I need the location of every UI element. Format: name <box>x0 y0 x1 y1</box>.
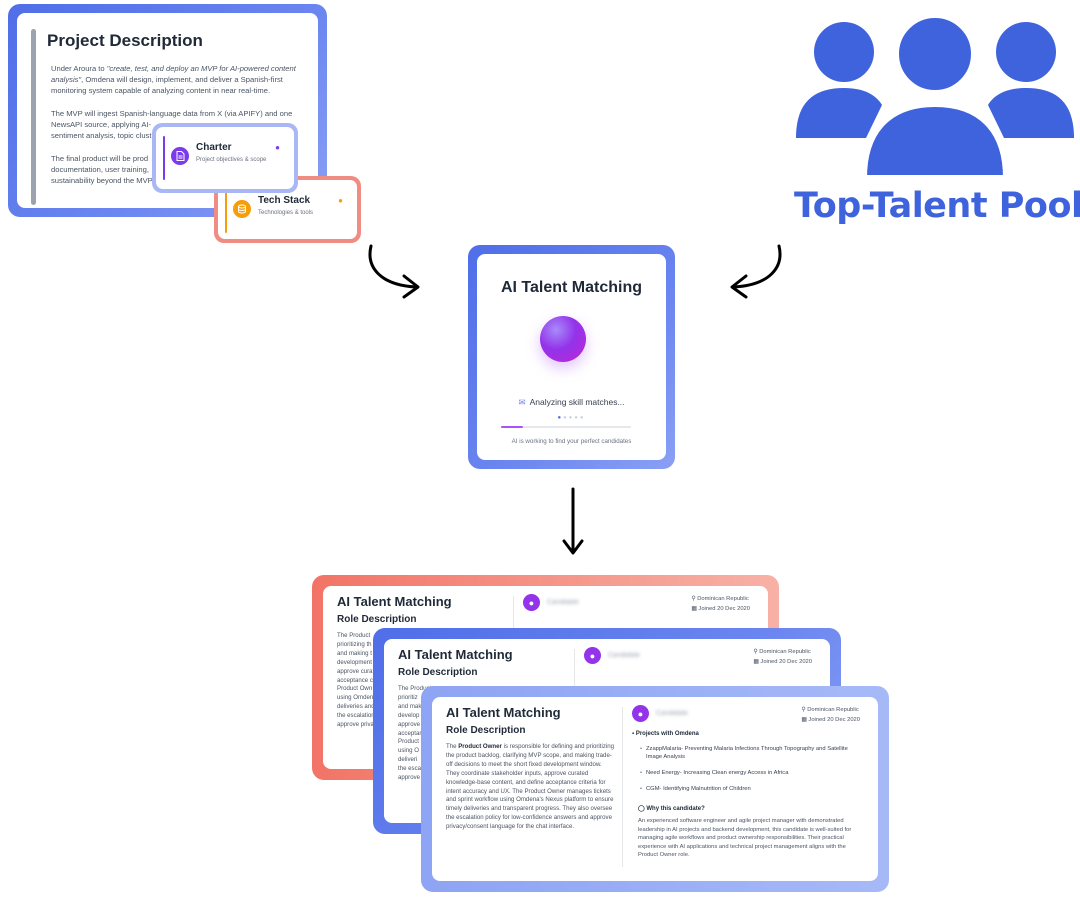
ai-matching-card: AI Talent Matching ✉Analyzing skill matc… <box>477 254 666 460</box>
description-line: acceptance c <box>337 676 373 684</box>
description-line: development <box>337 658 372 666</box>
role-heading: Role Description <box>337 614 417 625</box>
charter-subtitle: Project objectives & scope <box>196 157 267 163</box>
arrow-right-curved-icon <box>368 244 420 299</box>
talent-pool-title: Top-Talent Pool <box>794 186 1080 226</box>
why-text: An experienced software engineer and agi… <box>638 818 852 859</box>
description-line: and making t <box>337 649 372 657</box>
ai-orb-icon <box>540 316 586 362</box>
description-line: prioritizing th <box>337 640 372 648</box>
project-item: Need Energy- Increasing Clean energy Acc… <box>640 769 860 777</box>
role-heading: Role Description <box>446 725 526 736</box>
project-description-frame: Project Description Under Aroura to "cre… <box>8 4 327 217</box>
result-title: AI Talent Matching <box>398 647 513 662</box>
candidate-name: Candidate <box>656 710 688 717</box>
charter-accent <box>163 136 165 180</box>
candidate-meta: ⚲ Dominican Republic ▦ Joined 20 Dec 202… <box>691 596 750 612</box>
description-line: develop <box>398 711 420 719</box>
project-description-card: Project Description Under Aroura to "cre… <box>17 13 318 208</box>
projects-heading: ▪ Projects with Omdena <box>632 731 699 737</box>
result-title: AI Talent Matching <box>446 705 561 720</box>
project-item: ZzappMalaria- Preventing Malaria Infecti… <box>640 745 860 761</box>
avatar-icon: ● <box>523 594 540 611</box>
document-icon <box>171 147 189 165</box>
project-description-title: Project Description <box>47 31 203 50</box>
tech-stack-accent <box>225 189 227 233</box>
charter-title: Charter <box>196 142 232 153</box>
result-title: AI Talent Matching <box>337 594 452 609</box>
candidate-name: Candidate <box>547 599 579 606</box>
description-line: and mak <box>398 702 422 710</box>
location-pin-icon: ⚲ <box>753 649 758 655</box>
candidate-meta: ⚲ Dominican Republic ▦ Joined 20 Dec 202… <box>753 649 812 665</box>
users-group-icon <box>796 12 1074 181</box>
ai-working-text: AI is working to find your perfect candi… <box>511 438 632 445</box>
description-line: Product <box>398 738 420 746</box>
tech-stack-title: Tech Stack <box>258 195 311 206</box>
project-description-accent-bar <box>31 29 36 205</box>
loading-dots: ●●●●● <box>557 415 586 421</box>
description-line: acceptar <box>398 729 422 737</box>
description-line: approve <box>398 774 421 782</box>
description-line: Product Own <box>337 685 373 693</box>
projects-list: ZzappMalaria- Preventing Malaria Infecti… <box>640 745 860 801</box>
description-line: The Product <box>398 685 432 692</box>
arrow-left-curved-icon <box>730 244 782 299</box>
briefcase-icon: ▪ <box>632 731 635 737</box>
progress-fill <box>501 426 524 428</box>
calendar-icon: ▦ <box>753 659 759 665</box>
divider <box>622 707 623 867</box>
ai-matching-title: AI Talent Matching <box>500 279 643 296</box>
ai-matching-frame: AI Talent Matching ✉Analyzing skill matc… <box>468 245 675 469</box>
role-description: The Product Owner is responsible for def… <box>446 743 615 831</box>
project-description-paragraph-1: Under Aroura to "create, test, and deplo… <box>51 64 296 95</box>
avatar-icon: ● <box>632 705 649 722</box>
description-line: prioritiz <box>398 693 418 701</box>
description-line: The Product <box>337 632 371 639</box>
description-line: using Omden <box>337 694 374 702</box>
calendar-icon: ▦ <box>801 717 807 723</box>
role-heading: Role Description <box>398 667 478 678</box>
result-card-3: AI Talent Matching Role Description The … <box>432 697 878 881</box>
analyzing-status: ✉Analyzing skill matches... <box>518 397 625 407</box>
candidate-meta: ⚲ Dominican Republic ▦ Joined 20 Dec 202… <box>801 707 860 723</box>
why-heading: ◯ Why this candidate? <box>638 806 705 812</box>
project-item: CGM- Identifying Malnutrition of Childre… <box>640 785 860 793</box>
candidate-name: Candidate <box>608 652 640 659</box>
description-line: deliveri <box>398 756 418 764</box>
project-description-paragraph-3: The final product will be prod documenta… <box>51 154 154 185</box>
tech-stack-subtitle: Technologies & tools <box>258 210 314 216</box>
result-card-3-frame: AI Talent Matching Role Description The … <box>421 686 889 892</box>
description-line: approve curat <box>337 667 375 675</box>
location-pin-icon: ⚲ <box>691 596 696 602</box>
eye-icon: ● <box>275 143 280 152</box>
lightbulb-icon: ◯ <box>638 806 645 812</box>
description-line: using O <box>398 747 420 755</box>
description-line: the escalation <box>337 712 375 720</box>
charter-card[interactable]: Charter Project objectives & scope ● <box>156 127 294 189</box>
charter-frame: Charter Project objectives & scope ● <box>152 123 298 193</box>
calendar-icon: ▦ <box>691 606 697 612</box>
database-icon <box>233 200 251 218</box>
description-line: approve <box>398 720 421 728</box>
description-line: the esca <box>398 765 422 773</box>
progress-track <box>501 426 631 428</box>
chat-bubble-icon: ✉ <box>518 397 526 407</box>
description-line: deliveries and <box>337 703 375 711</box>
arrow-down-icon <box>562 487 584 555</box>
avatar-icon: ● <box>584 647 601 664</box>
eye-icon: ● <box>338 196 343 205</box>
description-line: approve privac <box>337 721 377 729</box>
location-pin-icon: ⚲ <box>801 707 806 713</box>
